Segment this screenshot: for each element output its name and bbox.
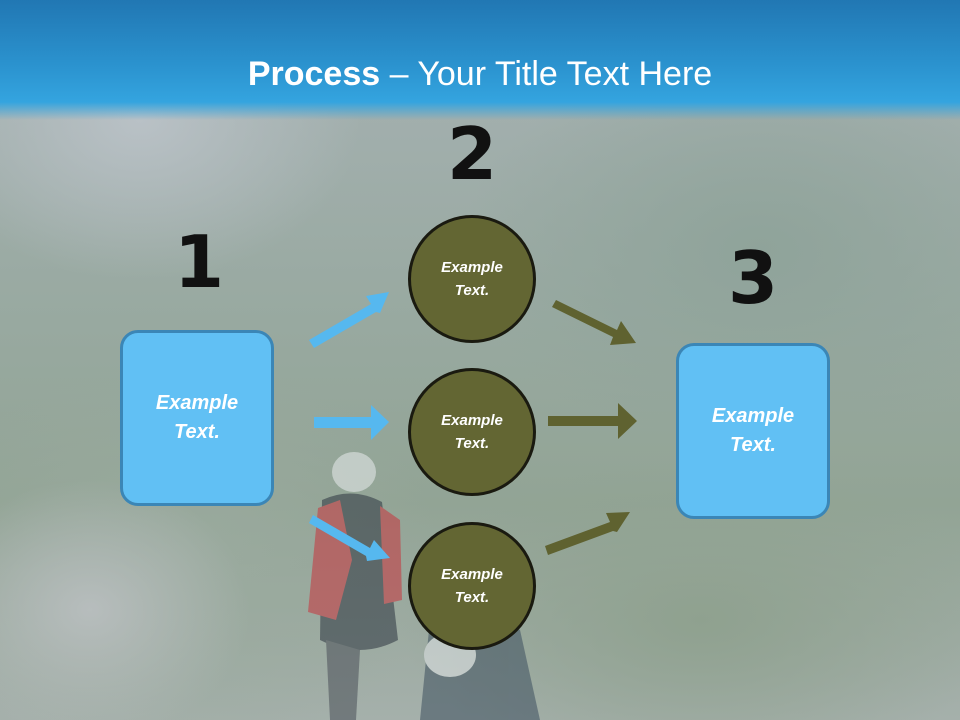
arrow-blue-right (314, 405, 389, 440)
step-number-2: 2 (446, 112, 498, 196)
arrow-olive-right (548, 403, 637, 439)
slide-title: Process – Your Title Text Here (0, 52, 960, 96)
step-2-circle-bottom[interactable]: Example Text. (408, 522, 536, 650)
title-bold: Process (247, 55, 381, 93)
step-1-label: Example Text. (155, 392, 239, 443)
title-rest: – Your Title Text Here (380, 55, 713, 93)
step-2-circle-top-label: Example Text. (441, 259, 503, 299)
step-3-box[interactable]: Example Text. (676, 343, 830, 519)
step-2-circle-middle-label: Example Text. (441, 412, 503, 452)
arrow-olive-up (545, 512, 630, 555)
step-number-3: 3 (727, 236, 779, 320)
step-2-circle-top[interactable]: Example Text. (408, 215, 536, 343)
arrow-olive-down (552, 300, 636, 345)
step-3-label: Example Text. (711, 405, 795, 456)
arrow-blue-down (309, 515, 390, 561)
step-2-circle-bottom-label: Example Text. (441, 566, 503, 606)
step-2-circle-middle[interactable]: Example Text. (408, 368, 536, 496)
step-number-1: 1 (173, 220, 225, 304)
title-band (0, 0, 960, 120)
arrow-blue-up (309, 292, 389, 348)
step-1-box[interactable]: Example Text. (120, 330, 274, 506)
